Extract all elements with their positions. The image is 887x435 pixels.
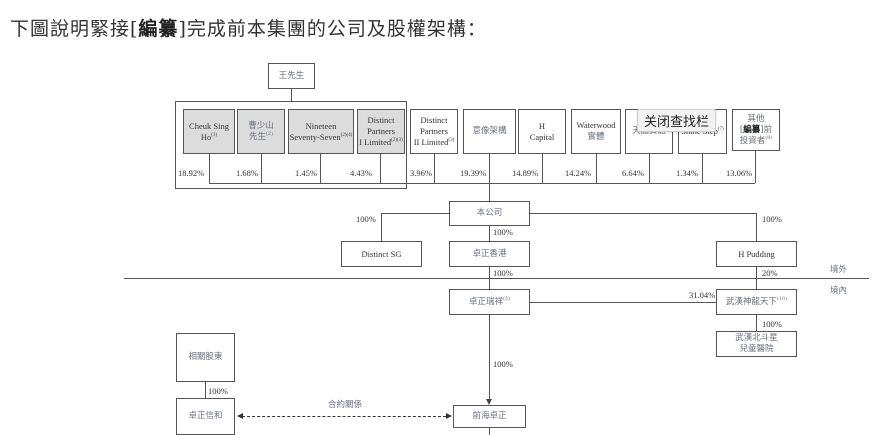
pct-nineteen-seventy-seven: 1.45% bbox=[295, 168, 317, 178]
shareholder-box-yixiang: 意像架構 bbox=[463, 109, 516, 154]
shareholder-box-other-investors: 其他[編纂]前投資者(8) bbox=[732, 109, 780, 151]
connector bbox=[530, 213, 757, 214]
shareholders-bus-line bbox=[209, 183, 755, 184]
arrow-left-icon bbox=[237, 413, 243, 419]
arrow-down-icon bbox=[486, 399, 492, 405]
pct-tiantu: 6.64% bbox=[622, 168, 644, 178]
offshore-onshore-divider bbox=[124, 278, 869, 279]
pct-shine-step: 1.34% bbox=[676, 168, 698, 178]
pct-ruixiang-to-shenlong: 31.04% bbox=[689, 290, 716, 300]
connector bbox=[756, 213, 757, 241]
label-onshore: 境內 bbox=[830, 286, 848, 296]
connector bbox=[489, 154, 490, 201]
connector bbox=[756, 315, 757, 332]
entity-box-zhuozheng-ruixiang: 卓正瑞祥(5) bbox=[449, 289, 530, 315]
connector bbox=[755, 151, 756, 183]
connector bbox=[756, 267, 757, 289]
entity-box-wuhan-shenlong: 武漢神龍天下(10) bbox=[716, 289, 797, 315]
connector bbox=[320, 154, 321, 183]
pct-distinct-partners-i: 4.43% bbox=[350, 168, 372, 178]
entity-box-related-shareholders: 相關股東 bbox=[176, 333, 235, 382]
pct-ruixiang-to-qianhai: 100% bbox=[493, 359, 513, 369]
pct-company-to-distinct-sg: 100% bbox=[356, 214, 376, 224]
concert-group-frame bbox=[175, 101, 407, 189]
pct-related-to-xinhe: 100% bbox=[208, 386, 228, 396]
connector bbox=[702, 154, 703, 183]
pct-company-to-zhuozheng-hk: 100% bbox=[493, 227, 513, 237]
connector bbox=[530, 302, 716, 303]
owner-box-mr-wang: 王先生 bbox=[268, 63, 315, 89]
shareholder-box-cao-shaoshan: 曹少山先生(2) bbox=[237, 109, 285, 154]
connector bbox=[291, 89, 292, 101]
connector bbox=[489, 315, 490, 402]
connector bbox=[489, 226, 490, 241]
pct-h-pudding-to-shenlong: 20% bbox=[762, 268, 778, 278]
connector bbox=[205, 382, 206, 398]
connector bbox=[380, 154, 381, 183]
pct-cao-shaoshan: 1.68% bbox=[236, 168, 258, 178]
connector bbox=[542, 154, 543, 183]
entity-box-company: 本公司 bbox=[449, 201, 530, 226]
entity-box-qianhai-zhuozheng: 前海卓正 bbox=[453, 405, 526, 428]
connector bbox=[209, 154, 210, 183]
contractual-arrangement-line bbox=[242, 416, 446, 417]
page-heading: 下圖說明緊接[編纂]完成前本集團的公司及股權架構： bbox=[10, 18, 487, 40]
pct-waterwood: 14.24% bbox=[565, 168, 592, 178]
entity-box-zhuozheng-hk: 卓正香港 bbox=[449, 241, 530, 267]
connector bbox=[649, 154, 650, 183]
contractual-arrangement-label: 合約關係 bbox=[328, 400, 363, 410]
pct-distinct-partners-ii: 3.96% bbox=[410, 168, 432, 178]
pct-h-capital: 14.89% bbox=[512, 168, 539, 178]
pct-shenlong-to-beidou: 100% bbox=[762, 319, 782, 329]
connector bbox=[434, 154, 435, 183]
close-find-bar-tooltip: 关闭查找栏 bbox=[637, 109, 717, 132]
connector bbox=[381, 213, 449, 214]
pct-yixiang: 19.39% bbox=[460, 168, 487, 178]
pct-cheuk-sing-ho: 18.92% bbox=[178, 168, 205, 178]
entity-box-h-pudding: H Pudding bbox=[716, 241, 797, 267]
label-offshore: 境外 bbox=[830, 265, 848, 275]
entity-box-zhuozheng-xinhe: 卓正信和 bbox=[176, 398, 235, 435]
entity-box-wuhan-beidou-hospital: 武漢北斗星兒童醫院 bbox=[716, 331, 797, 357]
connector bbox=[596, 154, 597, 183]
pct-other-investors: 13.06% bbox=[726, 168, 753, 178]
connector bbox=[489, 428, 490, 435]
pct-company-to-h-pudding: 100% bbox=[762, 214, 782, 224]
connector bbox=[489, 267, 490, 289]
pct-hk-to-ruixiang: 100% bbox=[493, 268, 513, 278]
connector bbox=[381, 213, 382, 241]
connector bbox=[261, 154, 262, 183]
arrow-right-icon bbox=[446, 413, 452, 419]
entity-box-distinct-sg: Distinct SG bbox=[341, 241, 422, 267]
